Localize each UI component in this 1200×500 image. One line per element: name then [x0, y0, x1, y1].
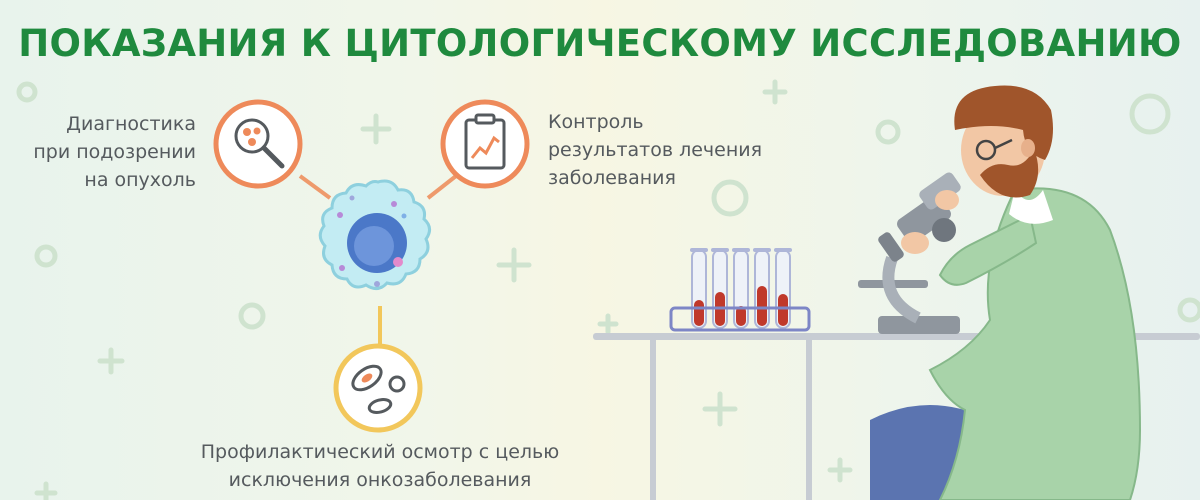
chart-clipboard-icon — [440, 99, 530, 189]
label-line: Профилактический осмотр с целью — [200, 441, 560, 463]
indication-prophylactic-label: Профилактический осмотр с целью исключен… — [150, 438, 610, 494]
connector-lines — [298, 174, 458, 346]
label-line: Контроль — [548, 111, 644, 133]
label-line: результатов лечения — [548, 139, 763, 161]
label-line: на опухоль — [84, 169, 196, 191]
label-line: исключения онкозаболевания — [228, 469, 532, 491]
label-line: заболевания — [548, 167, 676, 189]
test-tubes-illustration — [669, 248, 811, 332]
microscope-illustration — [858, 172, 961, 334]
magnifier-cells-icon — [213, 99, 303, 189]
indication-control-label: Контроль результатов лечения заболевания — [548, 108, 808, 192]
scientist-microscope-illustration — [870, 85, 1142, 500]
cell-illustration — [318, 179, 431, 290]
page-title: ПОКАЗАНИЯ К ЦИТОЛОГИЧЕСКОМУ ИССЛЕДОВАНИЮ — [18, 22, 1182, 65]
cells-icon — [333, 343, 423, 433]
background-decorations — [16, 79, 1200, 500]
label-line: при подозрении — [33, 141, 196, 163]
label-line: Диагностика — [66, 113, 196, 135]
indication-diagnostics-label: Диагностика при подозрении на опухоль — [10, 110, 196, 194]
